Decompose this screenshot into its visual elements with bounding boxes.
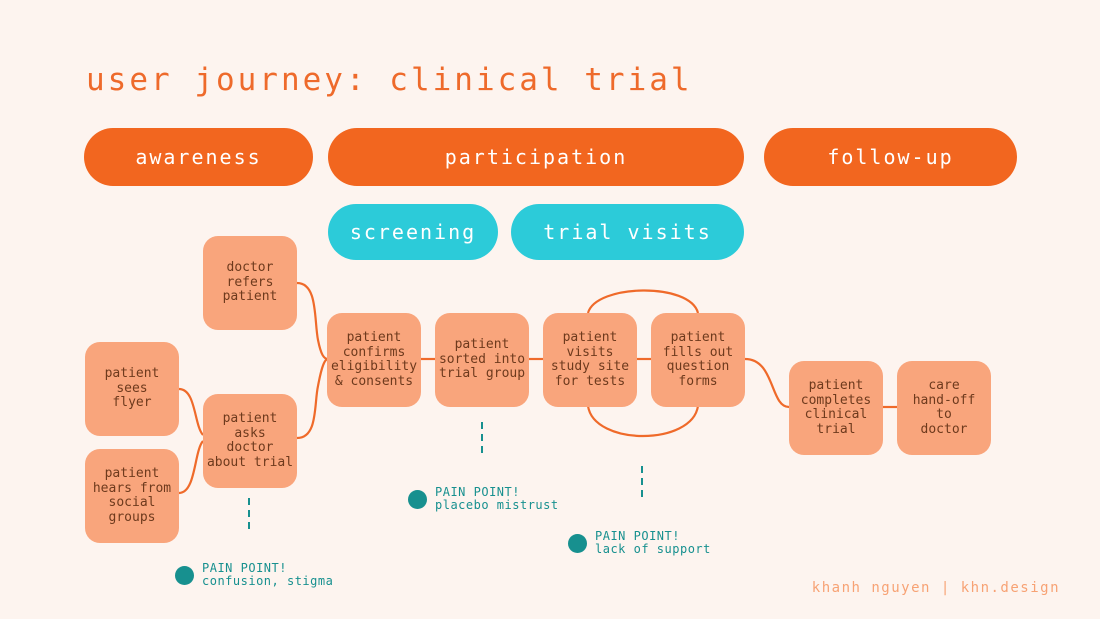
pain-point-detail: confusion, stigma (202, 574, 334, 588)
pain-point-confusion: PAIN POINT! confusion, stigma (202, 562, 333, 588)
connector-social-to-asks (178, 440, 204, 495)
pain-point-connector-confusion (248, 498, 250, 534)
pain-point-heading: PAIN POINT! (202, 561, 287, 575)
pain-point-heading: PAIN POINT! (595, 529, 680, 543)
pain-point-detail: lack of support (595, 542, 711, 556)
step-patient-confirms-eligibility: patient confirms eligibility & consents (327, 313, 421, 407)
connector-loop-top (586, 289, 700, 314)
footer-credit: khanh nguyen | khn.design (811, 580, 1060, 596)
phase-follow-up: follow-up (764, 128, 1017, 186)
connector-loop-bottom (586, 405, 700, 438)
subphase-screening: screening (328, 204, 498, 260)
pain-point-marker-confusion (175, 566, 194, 585)
phase-awareness: awareness (84, 128, 313, 186)
step-doctor-refers-patient: doctor refers patient (203, 236, 297, 330)
connector-flyer-to-asks (178, 387, 204, 436)
step-patient-sees-flyer: patient sees flyer (85, 342, 179, 436)
step-patient-sorted-trial-group: patient sorted into trial group (435, 313, 529, 407)
phase-participation: participation (328, 128, 744, 186)
step-patient-completes-trial: patient completes clinical trial (789, 361, 883, 455)
page-title: user journey: clinical trial (86, 62, 693, 98)
step-patient-hears-social-groups: patient hears from social groups (85, 449, 179, 543)
subphase-trial-visits: trial visits (511, 204, 744, 260)
connector-asks-to-confirms (296, 357, 329, 440)
connector-refers-to-confirms (296, 281, 329, 361)
pain-point-support: PAIN POINT! lack of support (595, 530, 711, 556)
step-patient-asks-doctor: patient asks doctor about trial (203, 394, 297, 488)
pain-point-heading: PAIN POINT! (435, 485, 520, 499)
pain-point-detail: placebo mistrust (435, 498, 559, 512)
step-care-handoff: care hand-off to doctor (897, 361, 991, 455)
pain-point-marker-placebo (408, 490, 427, 509)
pain-point-marker-support (568, 534, 587, 553)
pain-point-placebo: PAIN POINT! placebo mistrust (435, 486, 559, 512)
pain-point-connector-placebo (481, 422, 483, 458)
connector-fills-to-completes (744, 357, 790, 409)
step-patient-fills-forms: patient fills out question forms (651, 313, 745, 407)
step-patient-visits-study-site: patient visits study site for tests (543, 313, 637, 407)
pain-point-connector-support (641, 466, 643, 502)
